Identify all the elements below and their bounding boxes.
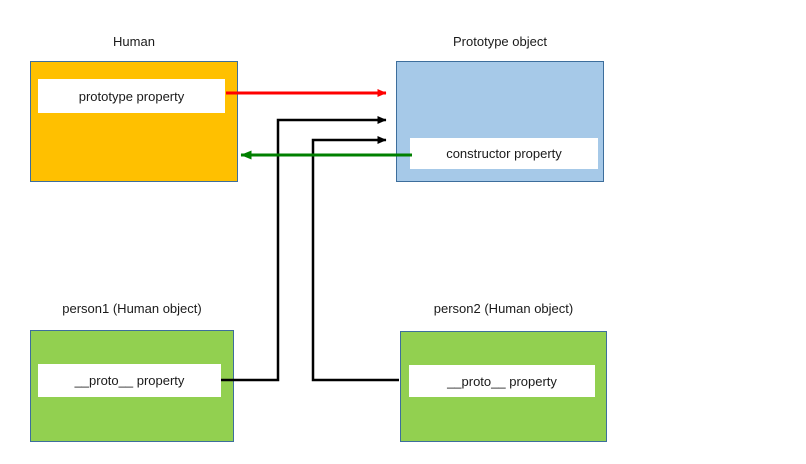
person1-proto-property-label[interactable]: __proto__ property xyxy=(38,364,221,397)
constructor-property-label[interactable]: constructor property xyxy=(410,138,598,169)
person2-proto-link-arrow xyxy=(311,136,399,382)
prototype-property-label[interactable]: prototype property xyxy=(38,79,225,113)
prototype-object-caption: Prototype object xyxy=(453,34,547,49)
person1-proto-link-arrow xyxy=(221,116,387,382)
person2-proto-property-label[interactable]: __proto__ property xyxy=(409,365,595,397)
person2-caption: person2 (Human object) xyxy=(433,301,574,316)
human-caption: Human xyxy=(113,34,155,49)
person1-caption: person1 (Human object) xyxy=(62,301,202,316)
